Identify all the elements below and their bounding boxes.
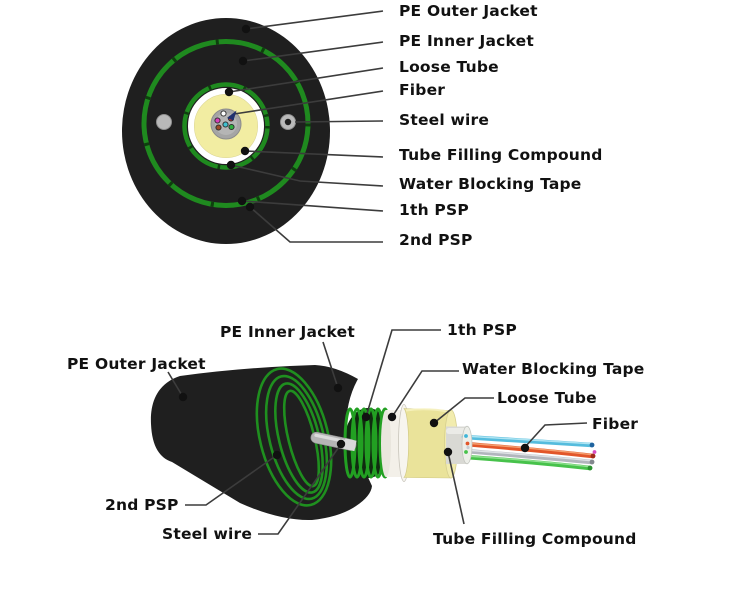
label-cw-tube-filling-compound: Tube Filling Compound [433, 530, 637, 548]
cs-fiber-arrow [227, 110, 237, 121]
cs-leader-dots [224, 24, 255, 212]
label-cw-1th-psp: 1th PSP [447, 321, 517, 339]
label-cs-pe-outer-jacket: PE Outer Jacket [399, 2, 538, 20]
label-cw-pe-inner-jacket: PE Inner Jacket [220, 323, 355, 341]
label-cs-fiber: Fiber [399, 81, 446, 99]
label-cs-water-blocking-tape: Water Blocking Tape [399, 175, 582, 193]
cutaway-diagram [150, 329, 597, 535]
cw-fibers [461, 434, 596, 471]
cs-2nd-psp-ring-segments [141, 39, 311, 208]
label-cw-2nd-psp: 2nd PSP [105, 496, 179, 514]
label-cs-steel-wire: Steel wire [399, 111, 490, 129]
cross-section-diagram [122, 10, 384, 244]
cw-leader-dots [178, 383, 530, 460]
cw-fiber-tips [587, 442, 597, 471]
cw-water-blocking-tape-edge [381, 410, 391, 477]
label-cw-water-blocking-tape: Water Blocking Tape [462, 360, 645, 378]
cw-loose-tube-highlight [405, 408, 451, 413]
cw-leader-lines [167, 329, 588, 535]
label-cw-steel-wire: Steel wire [162, 525, 253, 543]
label-cw-fiber: Fiber [592, 415, 639, 433]
cs-steel-wire-right-hole [284, 118, 292, 126]
label-cs-tube-filling-compound: Tube Filling Compound [399, 146, 603, 164]
label-cw-pe-outer-jacket: PE Outer Jacket [67, 355, 206, 373]
cw-filling-compound-highlight [446, 428, 467, 434]
label-cs-loose-tube: Loose Tube [399, 58, 499, 76]
label-cw-loose-tube: Loose Tube [497, 389, 597, 407]
cs-1th-psp-ring-segments [182, 82, 270, 170]
label-cs-pe-inner-jacket: PE Inner Jacket [399, 32, 534, 50]
cs-steel-wire-left [156, 114, 172, 130]
cw-face-fiber-dots [464, 434, 470, 454]
cs-leader-lines [228, 10, 384, 243]
label-cs-1th-psp: 1th PSP [399, 201, 469, 219]
label-cs-2nd-psp: 2nd PSP [399, 231, 473, 249]
